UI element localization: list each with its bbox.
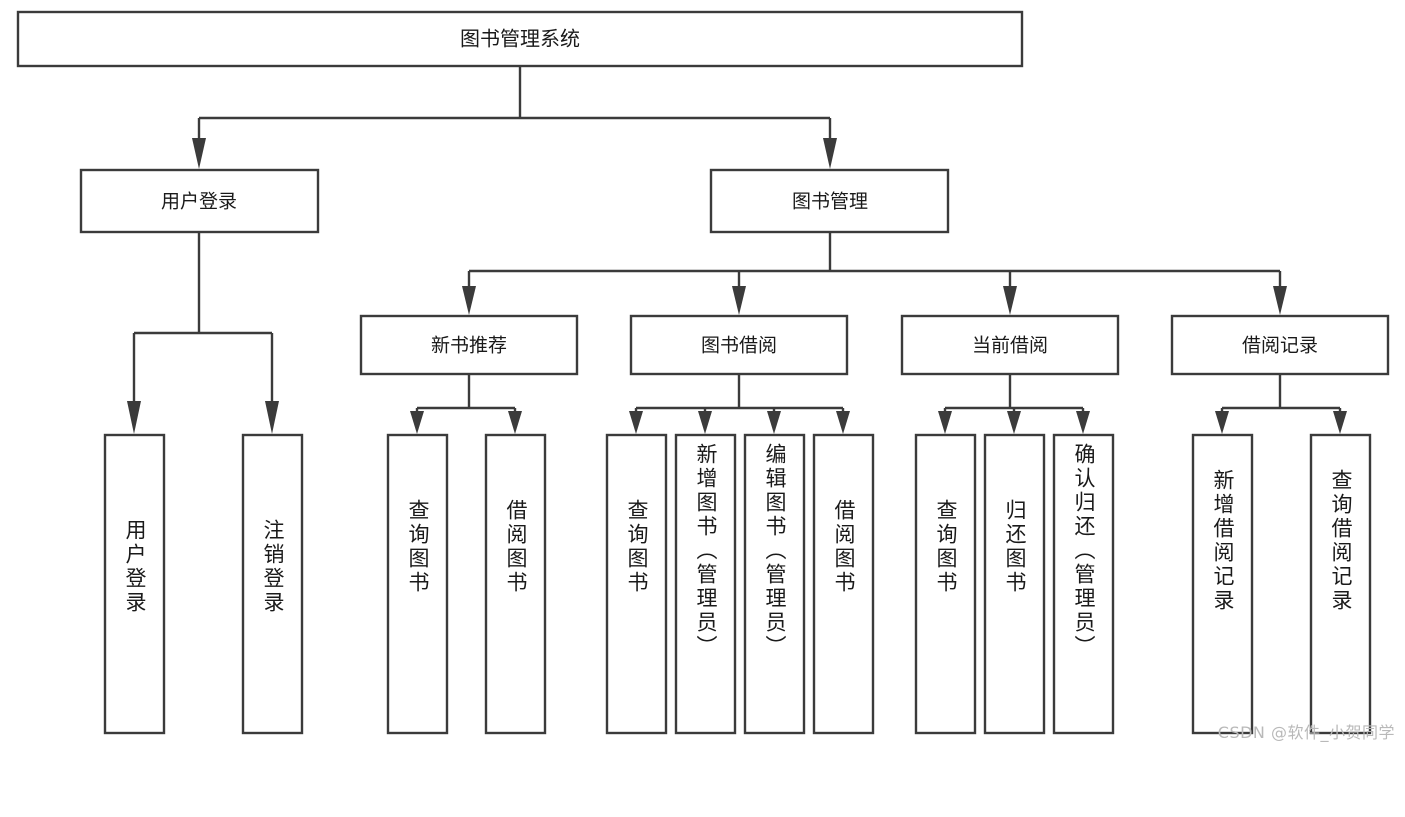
node-new-book-recommend-label: 新书推荐 <box>431 335 507 357</box>
connectors <box>127 66 1347 434</box>
arrow-leaf-return-book <box>1007 411 1021 434</box>
arrow-leaf-add-record <box>1215 411 1229 434</box>
node-borrow-records-label: 借阅记录 <box>1242 335 1318 357</box>
flowchart-svg: 图书管理系统 用户登录 图书管理 新书推荐 图书借阅 当前借阅 借阅记录 <box>16 10 1390 735</box>
arrow-leaf-query-record <box>1333 411 1347 434</box>
leaf-box-return-book[interactable] <box>983 433 1046 735</box>
node-root-label: 图书管理系统 <box>460 27 580 51</box>
arrow-leaf-borrow-book-a <box>508 411 522 434</box>
csdn-watermark: CSDN @软件_小贺同学 <box>1217 723 1395 742</box>
arrow-leaf-user-login <box>127 401 141 434</box>
node-root-box[interactable] <box>16 10 1024 68</box>
leaf-box-query-record[interactable] <box>1309 433 1372 735</box>
node-user-login-box[interactable] <box>79 168 320 234</box>
leaf-box-add-book[interactable] <box>674 433 737 735</box>
arrow-to-user-login <box>192 138 206 169</box>
arrow-leaf-borrow-book-b <box>836 411 850 434</box>
arrow-to-book-mgmt <box>823 138 837 169</box>
arrow-leaf-add-book <box>698 411 712 434</box>
node-new-book-recommend[interactable]: 新书推荐 <box>359 314 579 376</box>
leaf-nodes <box>103 433 1372 735</box>
node-current-borrow-box[interactable] <box>900 314 1120 376</box>
arrow-leaf-query-book-a <box>410 411 424 434</box>
leaf-box-user-login[interactable] <box>103 433 166 735</box>
leaf-box-edit-book[interactable] <box>743 433 806 735</box>
leaf-box-query-book-b[interactable] <box>605 433 668 735</box>
arrow-leaf-logout <box>265 401 279 434</box>
node-user-login[interactable]: 用户登录 <box>79 168 320 234</box>
leaf-box-borrow-book-a[interactable] <box>484 433 547 735</box>
leaf-box-borrow-book-b[interactable] <box>812 433 875 735</box>
arrow-to-book-borrow <box>732 286 746 315</box>
leaf-box-logout[interactable] <box>241 433 304 735</box>
node-book-management[interactable]: 图书管理 <box>709 168 950 234</box>
node-user-login-label: 用户登录 <box>161 191 237 213</box>
diagram-canvas: 图书管理系统 用户登录 图书管理 新书推荐 图书借阅 当前借阅 借阅记录 <box>16 10 1395 742</box>
node-current-borrow-label: 当前借阅 <box>972 335 1048 357</box>
node-book-management-box[interactable] <box>709 168 950 234</box>
leaf-box-query-book-c[interactable] <box>914 433 977 735</box>
node-book-borrow[interactable]: 图书借阅 <box>629 314 849 376</box>
arrow-to-borrow-records <box>1273 286 1287 315</box>
node-root[interactable]: 图书管理系统 <box>16 10 1024 68</box>
leaf-box-query-book-a[interactable] <box>386 433 449 735</box>
leaf-box-confirm-return[interactable] <box>1052 433 1115 735</box>
node-borrow-records[interactable]: 借阅记录 <box>1170 314 1390 376</box>
node-book-borrow-label: 图书借阅 <box>701 335 777 357</box>
leaf-box-add-record[interactable] <box>1191 433 1254 735</box>
node-new-book-recommend-box[interactable] <box>359 314 579 376</box>
arrow-leaf-query-book-c <box>938 411 952 434</box>
arrow-leaf-query-book-b <box>629 411 643 434</box>
node-current-borrow[interactable]: 当前借阅 <box>900 314 1120 376</box>
node-borrow-records-box[interactable] <box>1170 314 1390 376</box>
arrow-to-new-books <box>462 286 476 315</box>
node-book-borrow-box[interactable] <box>629 314 849 376</box>
node-book-management-label: 图书管理 <box>792 191 868 213</box>
arrow-leaf-confirm-return <box>1076 411 1090 434</box>
arrow-leaf-edit-book <box>767 411 781 434</box>
arrow-to-current-borrow <box>1003 286 1017 315</box>
